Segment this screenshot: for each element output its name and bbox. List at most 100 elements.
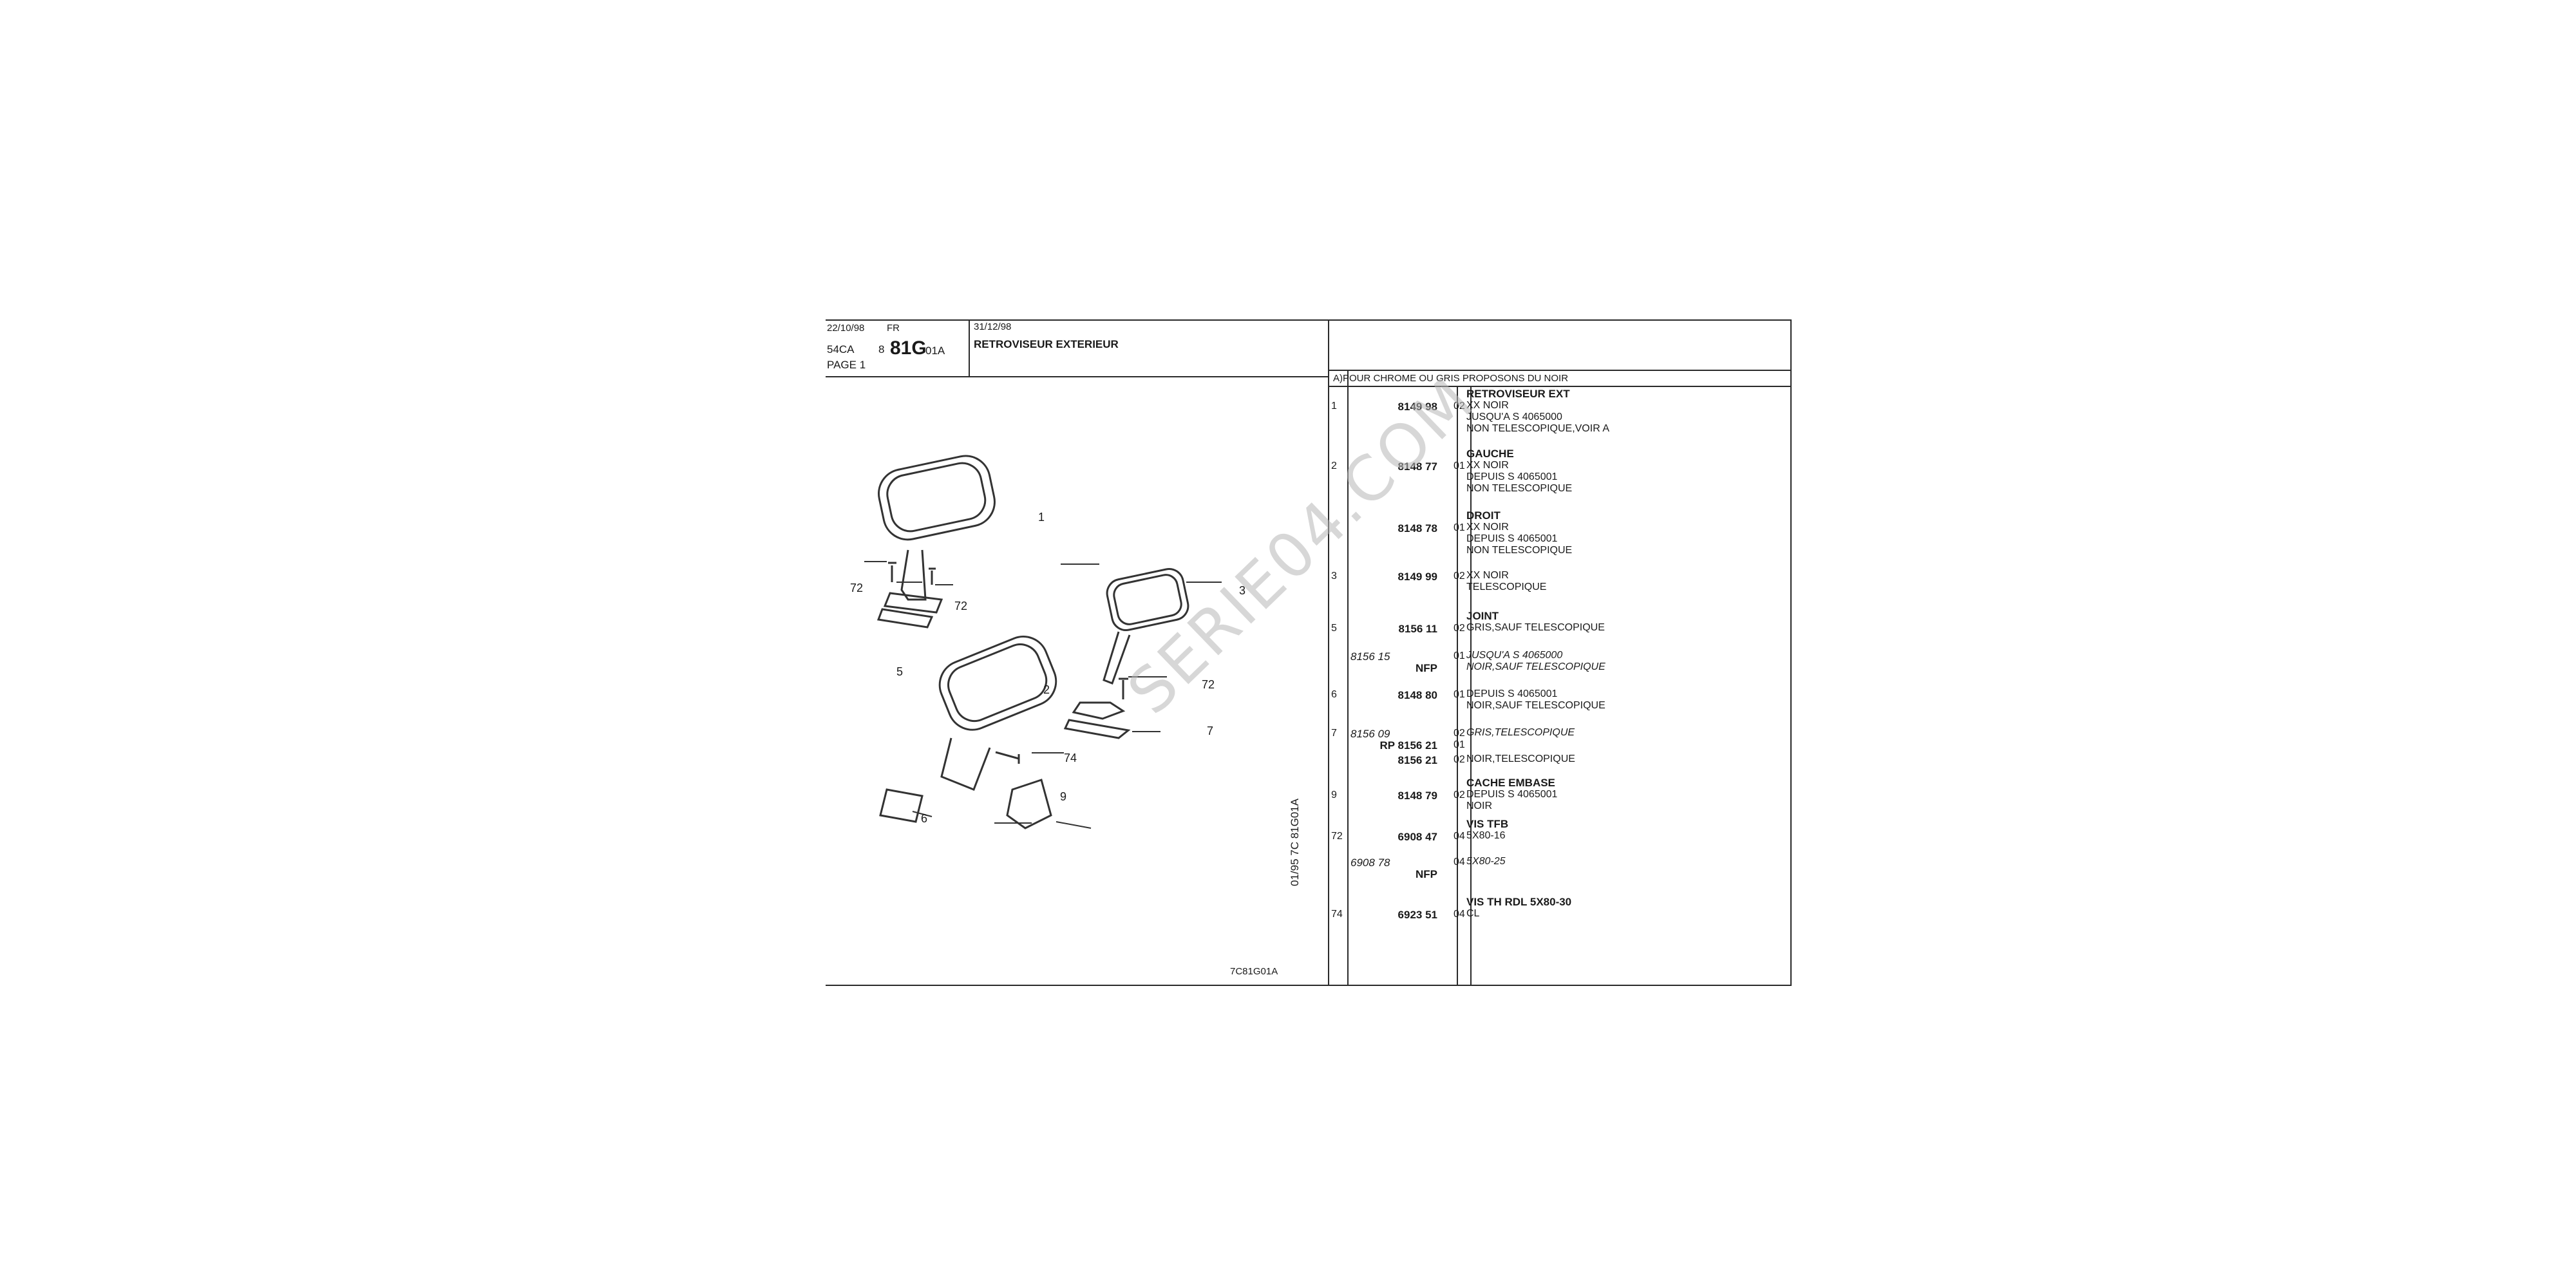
- callout-2: 2: [1043, 683, 1050, 696]
- description-line: GAUCHE: [1466, 448, 1514, 460]
- ref-number: 8156 21: [1397, 754, 1437, 766]
- row-variant: 02: [1454, 728, 1465, 739]
- row-number: 6: [1331, 689, 1337, 700]
- header-lang: FR: [887, 323, 900, 334]
- callout-72-c: 72: [1202, 678, 1215, 691]
- row-variant: 01: [1454, 522, 1465, 533]
- header-bottom-right: [1328, 370, 1792, 371]
- callout-1: 1: [1038, 511, 1045, 524]
- header-left-date: 22/10/98: [827, 323, 865, 334]
- description-line: XX NOIR: [1466, 522, 1509, 533]
- ref-number: 6908 47: [1397, 831, 1437, 843]
- ref-alt: 8156 09: [1350, 728, 1390, 740]
- description-line: GRIS,TELESCOPIQUE: [1466, 727, 1575, 738]
- ref-number: 8149 99: [1397, 571, 1437, 583]
- description-line: 5X80-16: [1466, 830, 1506, 841]
- row-number: 2: [1331, 460, 1337, 471]
- row-variant: 01: [1454, 460, 1465, 471]
- description-line: JOINT: [1466, 610, 1499, 622]
- description-line: JUSQU'A S 4065000: [1466, 412, 1562, 422]
- callout-74: 74: [1064, 752, 1077, 764]
- header-page: PAGE 1: [827, 359, 866, 371]
- description-line: DEPUIS S 4065001: [1466, 688, 1558, 699]
- row-variant: 02: [1454, 754, 1465, 765]
- header-right-date: 31/12/98: [974, 321, 1012, 332]
- description-line: NOIR,SAUF TELESCOPIQUE: [1466, 700, 1605, 711]
- description-line: NON TELESCOPIQUE: [1466, 545, 1573, 556]
- parts-catalog-sheet: 22/10/98 FR 54CA 8 81G 01A PAGE 1 31/12/…: [826, 319, 1792, 986]
- drawing-vertical-code: 01/95 7C 81G01A: [1289, 798, 1301, 886]
- ref-status: NFP: [1416, 868, 1437, 880]
- callout-72-b: 72: [954, 600, 968, 612]
- catalog-note: A)POUR CHROME OU GRIS PROPOSONS DU NOIR: [1333, 373, 1569, 384]
- header-group-code: 81G: [890, 337, 927, 359]
- col-var-line: [1470, 386, 1472, 986]
- description-line: 5X80-25: [1466, 856, 1506, 867]
- exploded-diagram: [864, 455, 1222, 829]
- description-line: NON TELESCOPIQUE,VOIR A: [1466, 423, 1609, 434]
- description-line: VIS TH RDL 5X80-30: [1466, 896, 1572, 908]
- description-line: RETROVISEUR EXT: [1466, 388, 1570, 400]
- mirror-3-drawing: [1063, 567, 1189, 739]
- description-line: NON TELESCOPIQUE: [1466, 483, 1573, 494]
- ref-number: 8148 78: [1397, 522, 1437, 535]
- description-line: DEPUIS S 4065001: [1466, 471, 1558, 482]
- description-line: CL: [1466, 908, 1480, 919]
- header-group-suffix: 01A: [925, 345, 945, 357]
- ref-alt: 6908 78: [1350, 857, 1390, 869]
- top-border: [826, 319, 1792, 321]
- description-line: GRIS,SAUF TELESCOPIQUE: [1466, 622, 1605, 633]
- ref-number: 8156 11: [1398, 623, 1437, 635]
- description-line: JUSQU'A S 4065000: [1466, 650, 1563, 661]
- description-line: DROIT: [1466, 509, 1501, 522]
- description-line: CACHE EMBASE: [1466, 777, 1555, 789]
- row-variant: 01: [1454, 650, 1465, 661]
- description-line: DEPUIS S 4065001: [1466, 533, 1558, 544]
- description-line: DEPUIS S 4065001: [1466, 789, 1558, 800]
- row-description: 5X80-25: [1466, 856, 1506, 867]
- row-description: GRIS,TELESCOPIQUE: [1466, 727, 1575, 739]
- col-num-line: [1347, 370, 1349, 986]
- description-line: NOIR,TELESCOPIQUE: [1466, 753, 1575, 764]
- row-variant: 02: [1454, 623, 1465, 634]
- ref-number: 8148 79: [1397, 790, 1437, 802]
- description-line: XX NOIR: [1466, 460, 1509, 471]
- ref-number: 8148 77: [1397, 460, 1437, 473]
- row-description: NOIR,TELESCOPIQUE: [1466, 753, 1575, 765]
- ref-status: RP 8156 21: [1379, 739, 1437, 752]
- row-variant: 02: [1454, 401, 1465, 412]
- col-ref-line: [1457, 386, 1458, 986]
- center-divider: [1328, 319, 1329, 986]
- description-line: XX NOIR: [1466, 400, 1509, 411]
- ref-number: 6923 51: [1397, 909, 1437, 921]
- header-divider: [969, 319, 970, 377]
- description-line: VIS TFB: [1466, 818, 1509, 830]
- callout-5: 5: [896, 665, 904, 678]
- row-variant: 01: [1454, 689, 1465, 700]
- callout-9: 9: [1060, 790, 1067, 803]
- description-line: XX NOIR: [1466, 570, 1509, 581]
- callout-7: 7: [1207, 724, 1214, 737]
- ref-number: 8148 80: [1397, 689, 1437, 701]
- description-line: TELESCOPIQUE: [1466, 582, 1547, 592]
- row-number: 3: [1331, 571, 1337, 582]
- callout-6: 6: [921, 812, 928, 825]
- row-number: 72: [1331, 831, 1343, 842]
- row-number: 9: [1331, 790, 1337, 800]
